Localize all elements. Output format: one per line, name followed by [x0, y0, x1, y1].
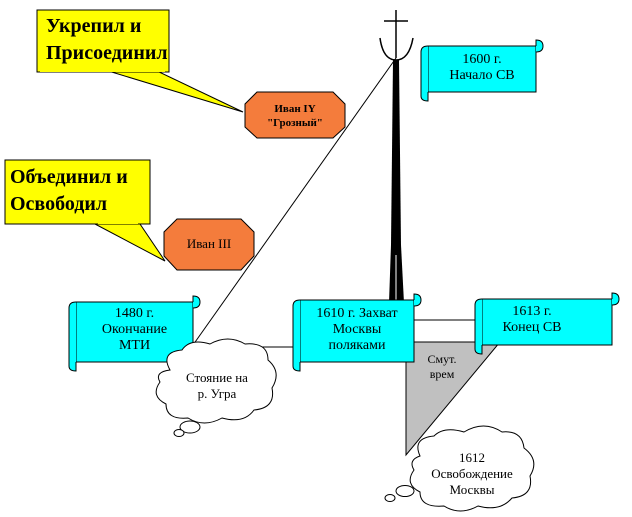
octagon-ivan3-line-1: Иван III — [186, 236, 232, 251]
troubled-times-triangle — [405, 341, 502, 457]
scroll-mti-line-3: МТИ — [118, 338, 151, 354]
scroll-moscow-line-2: Москвы — [332, 322, 382, 338]
scroll-start-shape — [420, 39, 544, 102]
diagonal-line — [192, 57, 397, 346]
octagon-ivan4-shape — [244, 91, 346, 139]
cloud-liberation-line-3: Москвы — [449, 482, 495, 497]
scroll-mti-line-1: 1480 г. — [114, 306, 155, 321]
cloud-liberation-line-1: 1612 — [459, 450, 485, 465]
octagon-ivan4-line-2: "Грозный" — [267, 117, 323, 129]
cloud-liberation-line-2: Освобождение — [431, 466, 513, 481]
cloud-ugra-shape — [155, 338, 277, 437]
scroll-end-line-1: 1613 г. — [512, 304, 552, 319]
troubled-times-line-2: врем — [429, 367, 455, 381]
scroll-moscow-line-3: поляками — [328, 338, 386, 354]
scroll-mti-line-2: Окончание — [101, 322, 168, 338]
callout-middle: Объединил и Освободил — [10, 164, 128, 218]
callout-middle-line-2: Освободил — [10, 193, 108, 215]
scroll-moscow-line-1: 1610 г. Захват — [316, 306, 398, 321]
callout-top: Укрепил и Присоединил — [46, 13, 168, 67]
troubled-times-line-1: Смут. — [427, 352, 457, 366]
troubled-times-label: Смут. врем — [414, 352, 470, 382]
octagon-ivan3-shape — [163, 218, 255, 271]
scroll-end: 1613 г. Конец СВ — [482, 304, 582, 336]
callout-top-line-2: Присоединил — [46, 42, 168, 64]
scroll-start-line-2: Начало СВ — [449, 68, 515, 84]
callout-top-shape — [36, 9, 244, 113]
octagon-ivan3: Иван III — [164, 237, 254, 251]
scroll-start: 1600 г. Начало СВ — [428, 52, 536, 84]
callout-top-line-1: Укрепил и — [46, 15, 142, 37]
octagon-ivan4: Иван IY "Грозный" — [245, 102, 345, 130]
cloud-ugra-line-1: Стояние на — [186, 370, 248, 385]
scroll-mti-shape — [68, 295, 201, 372]
scroll-moscow-shape — [292, 293, 422, 372]
cloud-liberation: 1612 Освобождение Москвы — [416, 450, 528, 498]
scroll-end-line-2: Конец СВ — [502, 320, 562, 336]
octagon-ivan4-line-1: Иван IY — [274, 103, 316, 115]
cloud-ugra-line-2: р. Угра — [197, 386, 237, 401]
scroll-start-line-1: 1600 г. — [462, 52, 502, 67]
cloud-liberation-shape — [384, 425, 535, 512]
scroll-mti: 1480 г. Окончание МТИ — [76, 306, 193, 354]
callout-middle-shape — [4, 159, 166, 262]
callout-middle-line-1: Объединил и — [10, 166, 128, 188]
cloud-ugra: Стояние на р. Угра — [164, 370, 270, 402]
scroll-moscow: 1610 г. Захват Москвы поляками — [300, 306, 414, 354]
sword-icon — [379, 10, 414, 309]
scroll-end-shape — [474, 292, 620, 355]
